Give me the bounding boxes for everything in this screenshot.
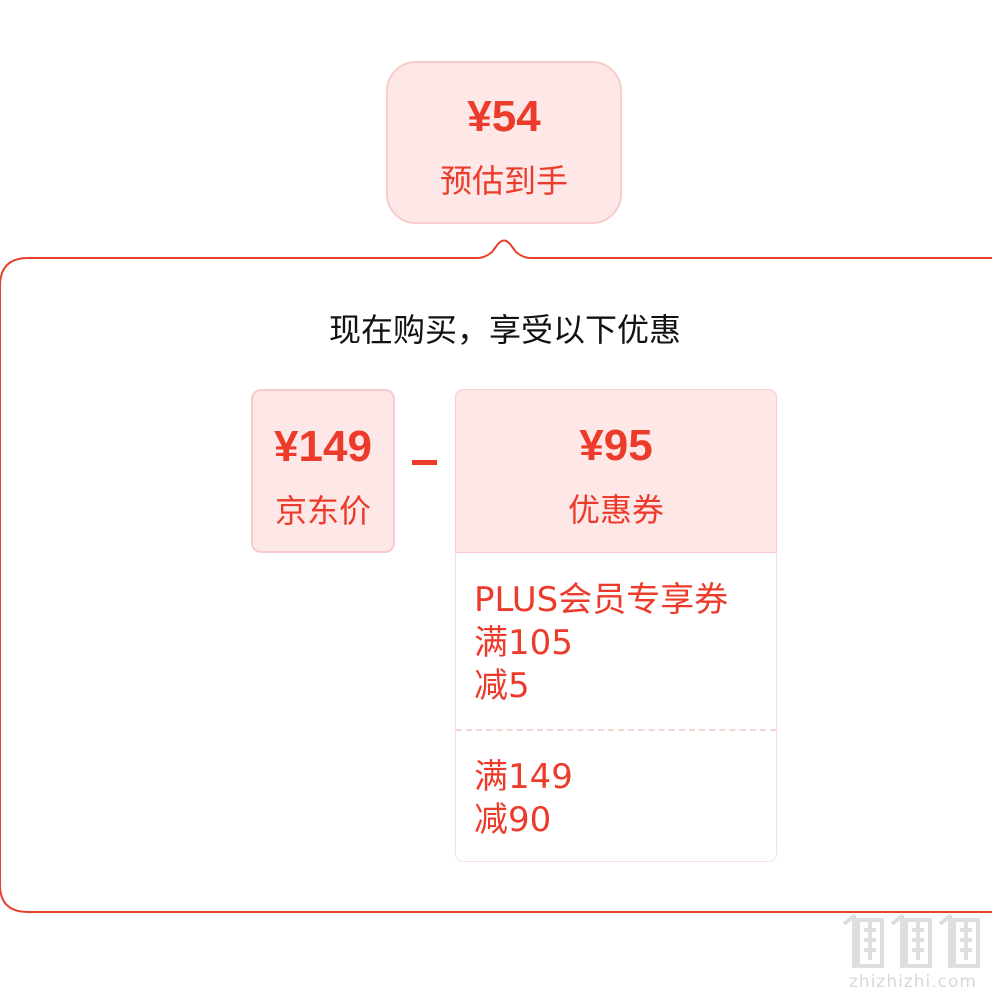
panel-title: 现在购买，享受以下优惠 (328, 311, 681, 349)
coupon-total-box: ¥95 优惠券 (455, 389, 777, 553)
coupon-total-price: ¥95 (579, 421, 653, 470)
jd-price: ¥149 (274, 422, 372, 471)
coupon-item-threshold: 满149 (474, 757, 573, 797)
zhi-logo-icon (842, 914, 980, 968)
estimated-price-label: 预估到手 (439, 162, 568, 200)
coupon-item: PLUS会员专享券 满105 减5 (474, 579, 766, 708)
coupon-list: PLUS会员专享券 满105 减5 满149 减90 (455, 553, 777, 862)
coupon-divider (456, 729, 776, 731)
discount-panel-outline (0, 239, 992, 913)
coupon-total-label: 优惠券 (567, 491, 664, 529)
estimated-price-bubble: ¥54 预估到手 (386, 61, 622, 224)
minus-icon (412, 460, 437, 465)
coupon-item: 满149 减90 (474, 756, 766, 842)
estimated-price: ¥54 (467, 92, 541, 141)
coupon-item-discount: 减5 (474, 666, 530, 706)
coupon-item-discount: 减90 (474, 800, 552, 840)
jd-price-box: ¥149 京东价 (251, 389, 395, 553)
coupon-item-name: PLUS会员专享券 (474, 580, 729, 620)
jd-price-label: 京东价 (274, 492, 371, 530)
coupon-item-threshold: 满105 (474, 623, 573, 663)
watermark-text: zhizhizhi.com (849, 972, 977, 992)
watermark: zhizhizhi.com (838, 912, 988, 996)
